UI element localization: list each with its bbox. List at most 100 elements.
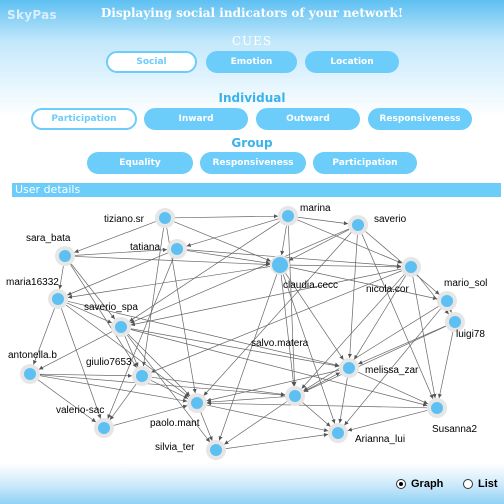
graph-node[interactable]: valerio-sac xyxy=(56,405,114,438)
graph-node-dot[interactable] xyxy=(115,321,127,333)
graph-edge xyxy=(66,302,113,324)
graph-edge xyxy=(113,404,188,426)
graph-node[interactable]: Susanna2 xyxy=(427,398,477,435)
individual-outward-button[interactable]: Outward xyxy=(256,108,360,130)
group-participation-button[interactable]: Participation xyxy=(313,152,417,174)
graph-node[interactable]: claudia.cecc xyxy=(270,255,338,291)
individual-participation-button[interactable]: Participation xyxy=(31,108,137,130)
graph-node-dot[interactable] xyxy=(289,390,301,402)
graph-edge xyxy=(447,307,452,313)
header-panel: SkyPas Displaying social indicators of y… xyxy=(0,0,504,188)
graph-node-dot[interactable] xyxy=(191,397,203,409)
graph-node-dot[interactable] xyxy=(159,212,171,224)
graph-node-label: marina xyxy=(300,203,331,214)
graph-node-dot[interactable] xyxy=(449,316,461,328)
graph-node-label: nicola.cor xyxy=(366,284,409,295)
graph-edge xyxy=(130,329,428,407)
graph-edge xyxy=(347,234,358,359)
graph-node[interactable]: paolo.mant xyxy=(150,393,207,429)
graph-node-dot[interactable] xyxy=(282,210,294,222)
graph-edge xyxy=(361,234,434,399)
graph-node[interactable]: saverio_spa xyxy=(84,302,138,337)
list-view-radio[interactable]: List xyxy=(463,478,498,490)
graph-node-label: maria16332 xyxy=(6,277,59,288)
graph-node[interactable]: sara_bata xyxy=(26,233,75,266)
graph-edge xyxy=(412,276,437,399)
graph-edge xyxy=(338,377,348,424)
graph-node-dot[interactable] xyxy=(59,250,71,262)
graph-node-dot[interactable] xyxy=(210,444,222,456)
graph-node[interactable]: nicola.cor xyxy=(366,257,421,295)
individual-inward-button[interactable]: Inward xyxy=(144,108,248,130)
graph-node[interactable]: luigi78 xyxy=(445,312,485,340)
footer-panel xyxy=(0,463,504,504)
graph-edge xyxy=(38,331,113,370)
graph-node-dot[interactable] xyxy=(171,243,183,255)
graph-node[interactable]: salvo.matera xyxy=(251,338,309,406)
graph-edge xyxy=(127,333,191,397)
graph-node[interactable]: mario_sol xyxy=(437,278,487,311)
list-radio-dot[interactable] xyxy=(463,479,473,489)
graph-node[interactable]: giulio7653 xyxy=(86,357,152,386)
graph-node-dot[interactable] xyxy=(52,293,64,305)
graph-edge xyxy=(206,401,428,409)
graph-node-label: tatiana xyxy=(130,242,160,253)
graph-node[interactable]: melissa_zar xyxy=(339,358,419,378)
graph-node-dot[interactable] xyxy=(431,402,443,414)
graph-node[interactable]: saverio xyxy=(348,214,407,235)
graph-edge xyxy=(203,232,352,396)
graph-edge xyxy=(129,221,280,322)
graph-node[interactable]: Arianna_lui xyxy=(328,423,405,445)
graph-edge xyxy=(303,325,447,393)
graph-radio-label: Graph xyxy=(411,478,444,490)
graph-node[interactable]: silvia_ter xyxy=(155,440,226,460)
graph-node-dot[interactable] xyxy=(405,261,417,273)
graph-edge xyxy=(124,336,139,367)
graph-edge xyxy=(289,266,438,301)
individual-responsiveness-button[interactable]: Responsiveness xyxy=(368,108,472,130)
graph-node-label: antonella.b xyxy=(8,350,57,361)
graph-node-dot[interactable] xyxy=(136,370,148,382)
graph-edge xyxy=(186,250,271,265)
graph-node[interactable]: antonella.b xyxy=(8,350,57,384)
graph-edge xyxy=(39,374,286,397)
cue-social-button[interactable]: Social xyxy=(106,51,197,73)
graph-node[interactable]: marina xyxy=(278,203,331,226)
graph-node[interactable]: tatiana xyxy=(130,239,187,259)
graph-node-label: silvia_ter xyxy=(155,442,195,453)
graph-node-label: tiziano.sr xyxy=(104,214,145,225)
graph-node-dot[interactable] xyxy=(98,422,110,434)
cue-location-button[interactable]: Location xyxy=(305,51,399,73)
group-equality-button[interactable]: Equality xyxy=(87,152,193,174)
individual-title: Individual xyxy=(218,91,286,105)
graph-edge xyxy=(150,380,189,399)
graph-node-dot[interactable] xyxy=(272,257,288,273)
graph-edge xyxy=(61,308,102,419)
graph-edge xyxy=(126,334,211,443)
graph-edge xyxy=(282,274,336,424)
graph-edge xyxy=(357,371,429,405)
graph-radio-dot[interactable] xyxy=(396,479,406,489)
graph-node-dot[interactable] xyxy=(352,219,364,231)
graph-edge xyxy=(186,249,402,269)
cue-emotion-button[interactable]: Emotion xyxy=(206,51,297,73)
graph-edge xyxy=(130,268,402,327)
graph-edge xyxy=(151,376,286,397)
graph-edge xyxy=(206,396,286,405)
graph-view-radio[interactable]: Graph xyxy=(396,478,443,490)
graph-node-label: paolo.mant xyxy=(150,418,200,429)
graph-node-dot[interactable] xyxy=(343,362,355,374)
graph-edge xyxy=(303,372,341,392)
graph-edge xyxy=(67,300,340,367)
graph-node-dot[interactable] xyxy=(24,368,36,380)
graph-node-dot[interactable] xyxy=(441,295,453,307)
graph-node-dot[interactable] xyxy=(332,427,344,439)
graph-node[interactable]: tiziano.sr xyxy=(104,208,175,228)
graph-node[interactable]: maria16332 xyxy=(6,277,68,309)
user-details-title: User details xyxy=(15,183,81,196)
group-responsiveness-button[interactable]: Responsiveness xyxy=(200,152,306,174)
graph-edge xyxy=(206,369,340,402)
graph-node-label: saverio_spa xyxy=(84,302,138,313)
graph-edge xyxy=(67,266,271,299)
graph-edge xyxy=(174,214,279,219)
